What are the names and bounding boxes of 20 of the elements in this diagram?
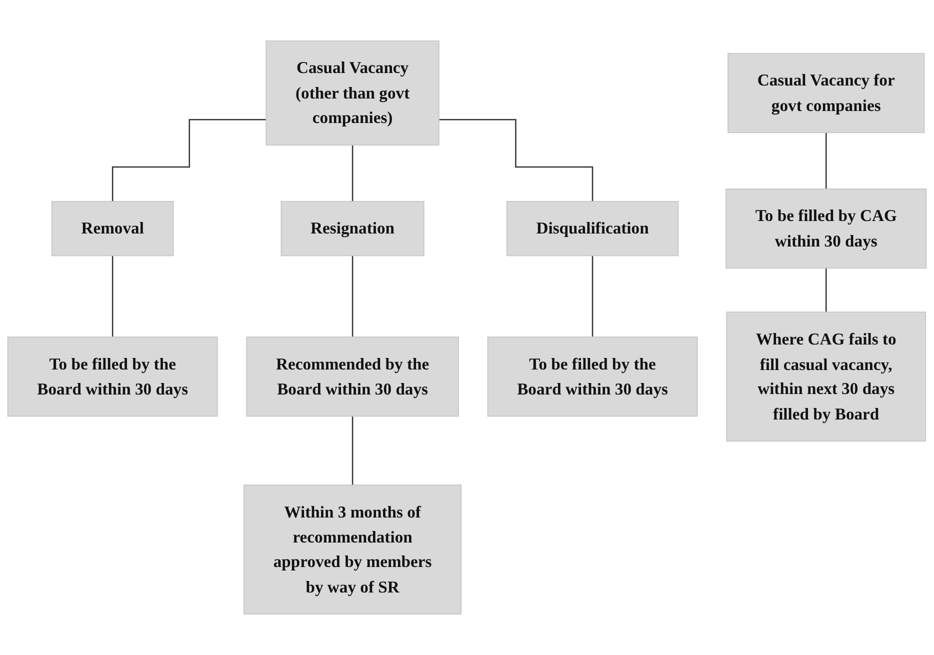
node-box bbox=[728, 52, 925, 134]
node-box bbox=[266, 40, 440, 146]
connector bbox=[352, 144, 354, 202]
node-box bbox=[7, 336, 218, 417]
node-box bbox=[726, 188, 927, 269]
node-box bbox=[487, 336, 698, 417]
node-box bbox=[280, 200, 424, 256]
node-box bbox=[726, 312, 926, 442]
connector bbox=[112, 119, 266, 202]
connector bbox=[825, 132, 827, 190]
node-box bbox=[506, 200, 679, 256]
node-box bbox=[244, 484, 462, 614]
connector bbox=[438, 119, 594, 202]
connector bbox=[352, 255, 354, 338]
connector bbox=[825, 268, 827, 313]
connector bbox=[112, 255, 114, 338]
node-box bbox=[51, 200, 174, 256]
connector bbox=[352, 416, 354, 486]
connector bbox=[592, 255, 594, 338]
node-box bbox=[246, 336, 459, 417]
